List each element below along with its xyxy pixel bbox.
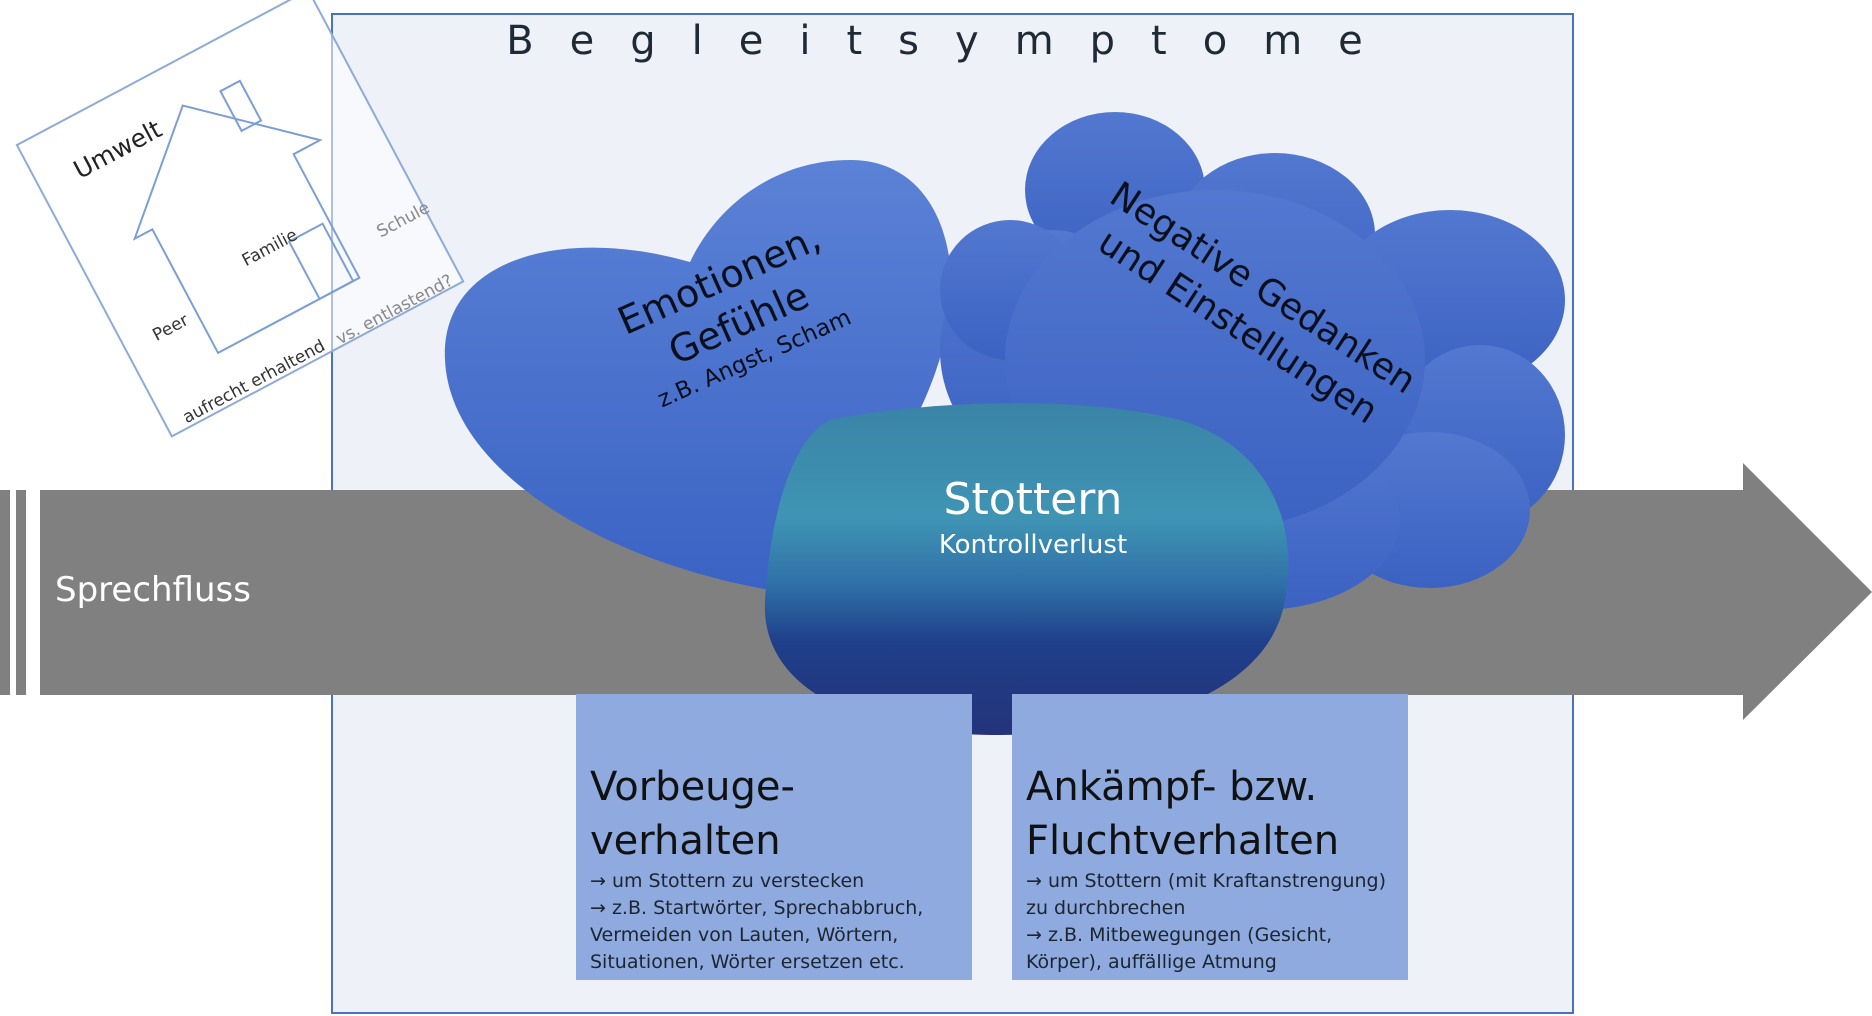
struggle-title-1: Ankämpf- bzw. — [1026, 764, 1318, 810]
environment-card — [15, 0, 465, 438]
avoidance-title-2: verhalten — [590, 818, 781, 864]
avoidance-title-1: Vorbeuge- — [590, 764, 795, 810]
stone-title: Stottern — [943, 474, 1123, 525]
struggle-line: Körper), auffällige Atmung — [1026, 951, 1277, 973]
avoidance-line: → z.B. Startwörter, Sprechabbruch, — [590, 897, 924, 919]
struggle-line: → um Stottern (mit Kraftanstrengung) — [1026, 870, 1387, 892]
stottern-stone — [764, 403, 1289, 735]
struggle-line: → z.B. Mitbewegungen (Gesicht, — [1026, 924, 1333, 946]
diagram-title: Begleitsymptome — [506, 18, 1399, 64]
stone-subtitle: Kontrollverlust — [938, 530, 1128, 560]
avoidance-line: → um Stottern zu verstecken — [590, 870, 865, 892]
struggle-escape-behavior-box: Ankämpf- bzw. Fluchtverhalten → um Stott… — [1012, 694, 1408, 980]
sprechfluss-label: Sprechfluss — [55, 570, 251, 610]
struggle-title-2: Fluchtverhalten — [1026, 818, 1340, 864]
avoidance-behavior-box: Vorbeuge- verhalten → um Stottern zu ver… — [576, 694, 972, 980]
avoidance-line: Situationen, Wörter ersetzen etc. — [590, 951, 905, 973]
avoidance-line: Vermeiden von Lauten, Wörtern, — [590, 924, 899, 946]
house-icon — [132, 104, 361, 355]
struggle-line: zu durchbrechen — [1026, 897, 1186, 919]
